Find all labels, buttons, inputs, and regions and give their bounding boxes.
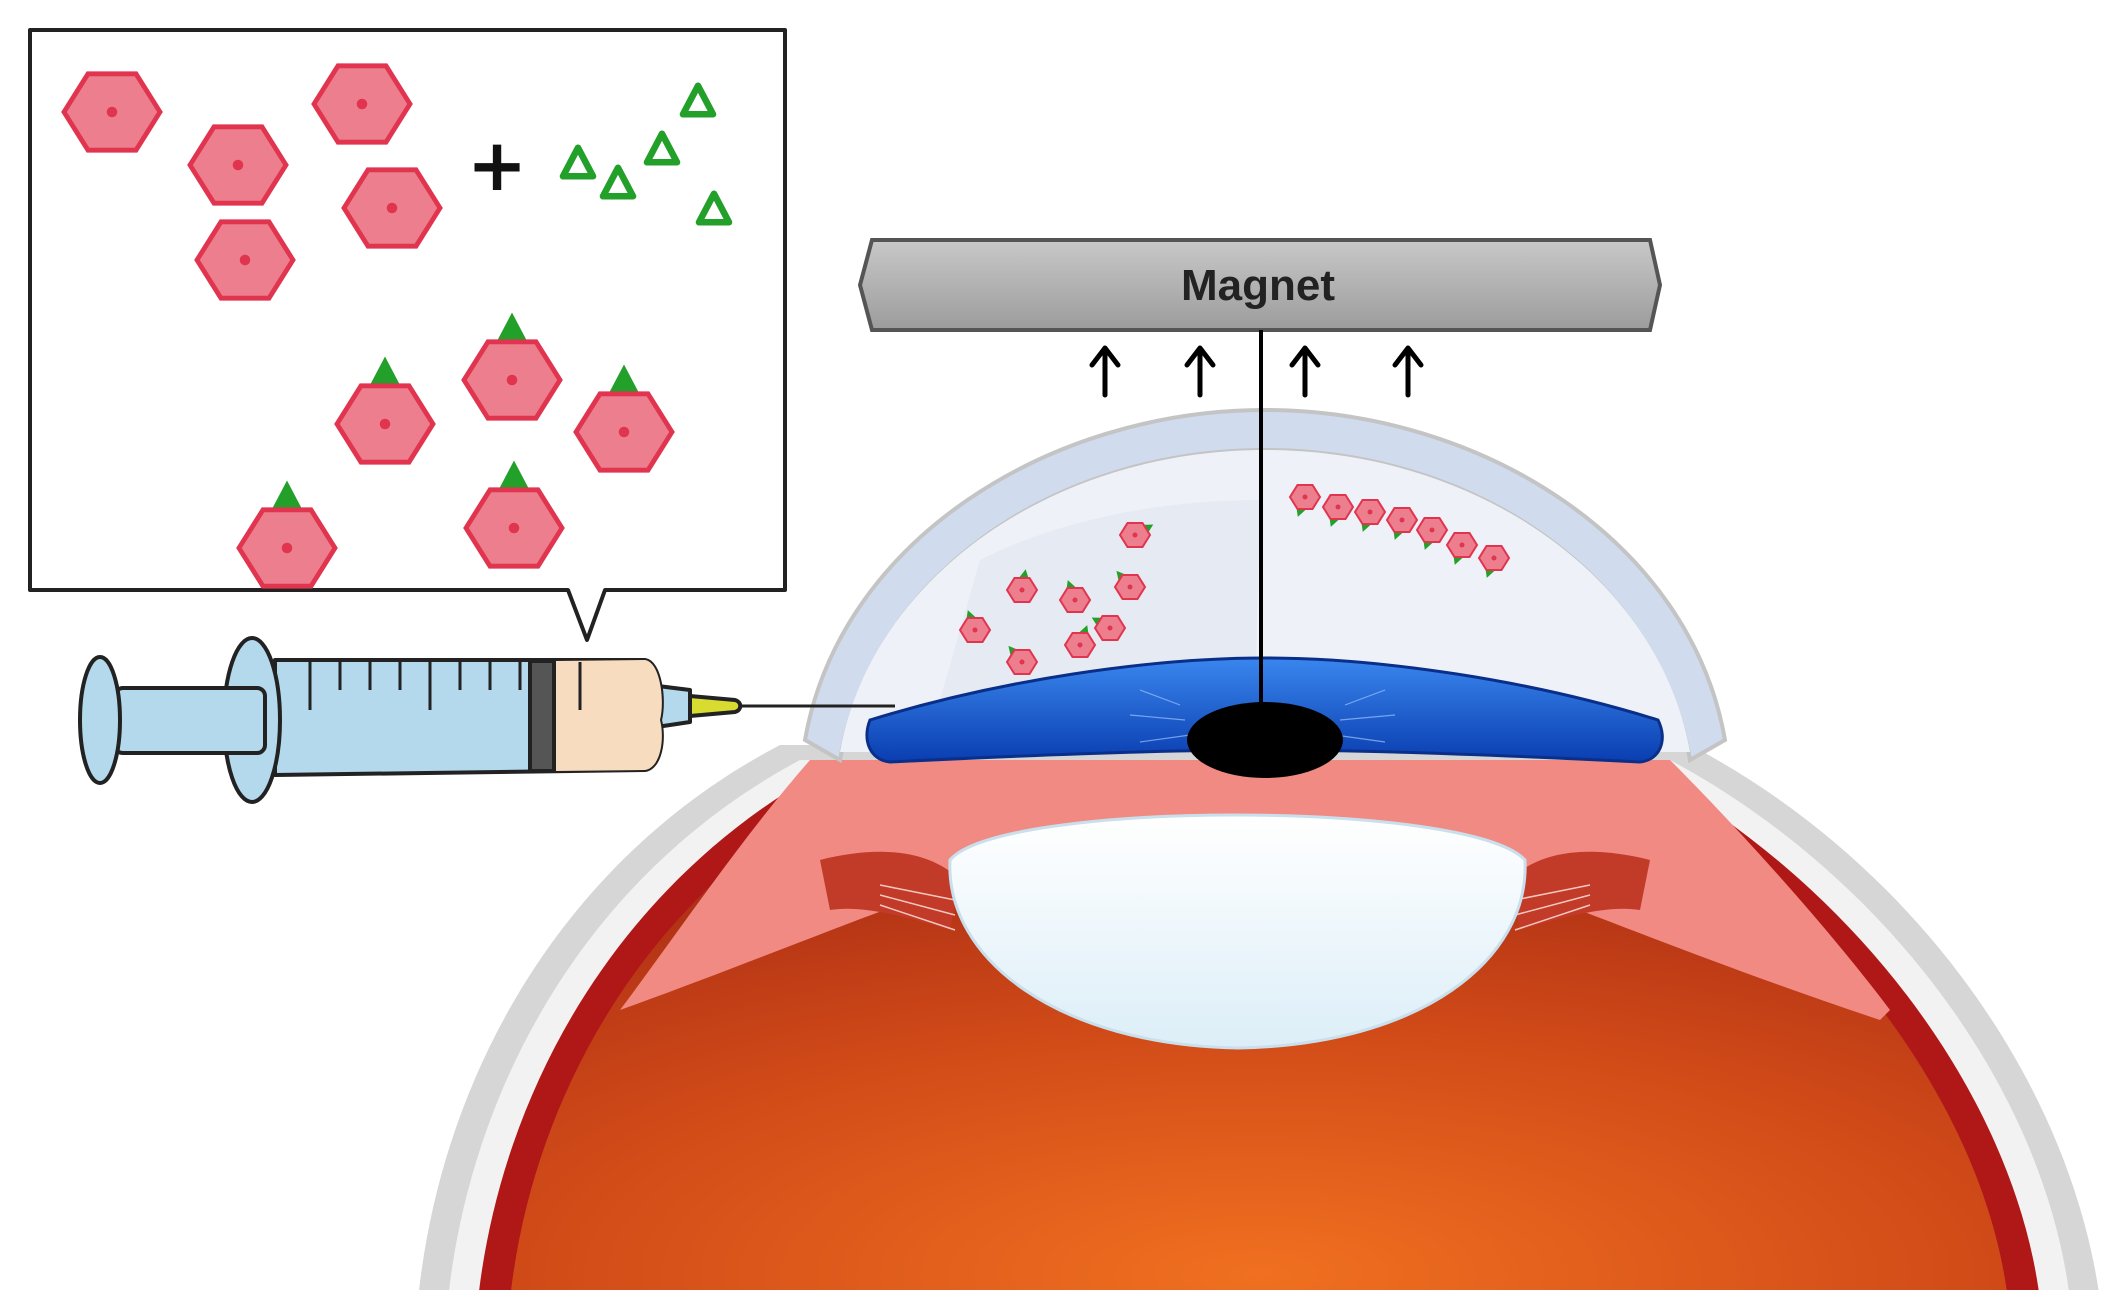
hexagon-cell-icon xyxy=(1415,517,1449,543)
eye-cross-section xyxy=(419,407,2099,1290)
magnet-label: Magnet xyxy=(1181,261,1335,310)
cell-with-particle-icon xyxy=(236,480,338,589)
iris-fibers xyxy=(1129,689,1396,743)
cell-with-particle-icon xyxy=(1113,570,1147,600)
zonule-fibers xyxy=(879,884,1591,931)
triangle-nanoparticle-icon xyxy=(695,190,733,226)
hexagon-cell-icon xyxy=(461,339,563,421)
cell-with-particle-icon xyxy=(1118,522,1154,548)
hexagon-cell-icon xyxy=(1385,507,1419,533)
ciliary-body xyxy=(620,760,1890,1020)
arrow-up-icon xyxy=(1089,345,1121,398)
magnet-bar xyxy=(857,238,1663,332)
ciliary-shadow-right xyxy=(1510,851,1650,930)
arrow-up-icon xyxy=(1184,345,1216,398)
hexagon-cell-icon xyxy=(1321,494,1355,520)
lens xyxy=(948,813,1527,1050)
hexagon-cell-icon xyxy=(463,487,565,569)
plunger-seal xyxy=(528,659,556,773)
nanoparticle-icon xyxy=(269,480,305,515)
cell-with-particle-icon xyxy=(334,356,436,465)
hexagon-cell-icon xyxy=(1477,545,1511,571)
triangle-nanoparticle-icon xyxy=(643,130,681,166)
arrow-up-icon xyxy=(1392,345,1424,398)
ciliary-shadow-left xyxy=(820,851,960,930)
arrow-up-icon xyxy=(1289,345,1321,398)
hexagon-cell-icon xyxy=(1063,632,1097,658)
nanoparticle-icon xyxy=(496,460,532,495)
syringe-icon xyxy=(78,636,895,804)
hexagon-cell-icon xyxy=(341,167,443,249)
syringe-graduations xyxy=(308,662,582,710)
callout-items xyxy=(61,63,733,589)
cell-with-particle-icon xyxy=(1321,494,1355,527)
cell-with-particle-icon xyxy=(1353,499,1387,532)
plunger-rod xyxy=(113,686,267,755)
cell-with-particle-icon xyxy=(1063,625,1097,658)
cell-with-particle-icon xyxy=(958,610,992,643)
hexagon-cell-icon xyxy=(236,507,338,589)
nanoparticle-icon xyxy=(606,364,642,399)
hexagon-cell-icon xyxy=(1288,484,1322,510)
chamber-cells-right xyxy=(1288,484,1511,578)
hexagon-cell-icon xyxy=(311,63,413,145)
cell-with-particle-icon xyxy=(1091,615,1127,641)
hexagon-cell-icon xyxy=(1005,649,1039,675)
cell-with-particle-icon xyxy=(1415,517,1449,550)
cell-with-particle-icon xyxy=(461,312,563,421)
needle-tip xyxy=(688,694,743,718)
pupil xyxy=(1187,702,1343,778)
hexagon-cell-icon xyxy=(573,391,675,473)
hexagon-cell-icon xyxy=(187,124,289,206)
hexagon-cell-icon xyxy=(1005,577,1039,603)
magnet: Magnet xyxy=(857,238,1663,715)
hexagon-cell-icon xyxy=(194,219,296,301)
cell-with-particle-icon xyxy=(1005,569,1039,603)
nanoparticle-icon xyxy=(367,356,403,391)
hexagon-cell-icon xyxy=(1445,532,1479,558)
cell-with-particle-icon xyxy=(1477,545,1511,578)
syringe-fluid xyxy=(555,660,662,771)
hexagon-cell-icon xyxy=(334,383,436,465)
cell-with-particle-icon xyxy=(1288,484,1322,517)
cell-with-particle-icon xyxy=(573,364,675,473)
cell-with-particle-icon xyxy=(1058,580,1092,613)
callout-box: + xyxy=(28,28,787,642)
hexagon-cell-icon xyxy=(1118,522,1152,548)
hexagon-cell-icon xyxy=(958,617,992,643)
hexagon-cell-icon xyxy=(1058,587,1092,613)
cell-with-particle-icon xyxy=(1445,532,1479,565)
plus-sign: + xyxy=(467,123,527,207)
hexagon-cell-icon xyxy=(61,71,163,153)
hexagon-cell-icon xyxy=(1353,499,1387,525)
cell-with-particle-icon xyxy=(1385,507,1419,540)
cell-with-particle-icon xyxy=(463,460,565,569)
triangle-nanoparticle-icon xyxy=(679,82,717,118)
triangle-nanoparticle-icon xyxy=(599,164,637,200)
chamber-cells-left xyxy=(958,522,1154,675)
arrow-group xyxy=(1089,345,1424,398)
plunger-thumb xyxy=(78,655,122,785)
triangle-nanoparticle-icon xyxy=(559,144,597,180)
hexagon-cell-icon xyxy=(1113,574,1147,600)
hexagon-cell-icon xyxy=(1093,615,1127,641)
nanoparticle-icon xyxy=(494,312,530,347)
cell-with-particle-icon xyxy=(1005,645,1039,675)
